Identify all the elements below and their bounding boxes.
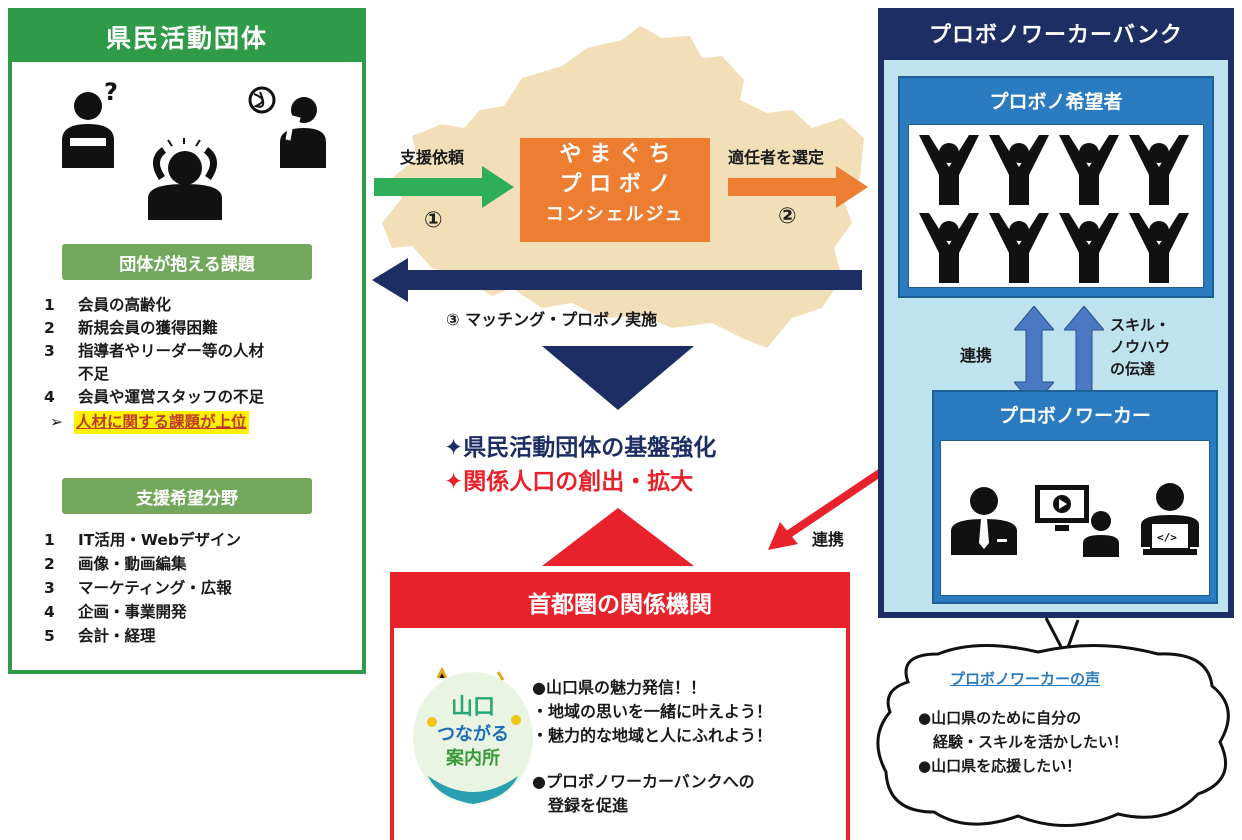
- workers-box: プロボノワーカー: [932, 390, 1218, 604]
- issues-summary: ➢人材に関する課題が上位: [44, 411, 364, 434]
- businessman-icon: [951, 487, 1017, 555]
- voice-line-1: ●山口県のために自分の: [918, 709, 1082, 727]
- issues-heading: 団体が抱える課題: [62, 244, 312, 280]
- link-label: 連携: [960, 346, 993, 365]
- voice-line-2: 経験・スキルを活かしたい！: [918, 733, 1129, 751]
- outcome-related-population: ✦関係人口の創出・拡大: [444, 469, 694, 495]
- matching-label: ③ マッチング・プロボノ実施: [446, 310, 658, 329]
- svg-text:山口: 山口: [451, 695, 495, 720]
- request-step-number: ①: [424, 208, 443, 233]
- yamaguchi-tsunagaru-logo: 山口 つながる 案内所: [413, 666, 533, 804]
- link-double-arrow: [1014, 306, 1054, 406]
- svg-text:つながる: つながる: [437, 723, 509, 745]
- probono-worker-bank-panel: プロボノワーカーバンク プロボノ希望者 連携: [878, 8, 1234, 618]
- distressed-person-icon: [148, 138, 222, 220]
- request-arrow: [374, 166, 514, 208]
- support-heading: 支援希望分野: [62, 478, 312, 514]
- svg-text:?: ?: [104, 78, 118, 106]
- applicants-box: プロボノ希望者: [898, 76, 1214, 298]
- skill-transfer-label: スキル・ ノウハウ の伝達: [1110, 316, 1171, 378]
- worried-person-icon: [248, 86, 326, 168]
- down-triangle-arrow: [542, 346, 694, 410]
- probono-worker-bank-title: プロボノワーカーバンク: [929, 23, 1183, 48]
- select-arrow: [728, 166, 868, 208]
- workers-title: プロボノワーカー: [998, 404, 1151, 427]
- partners-bullet-2: ●プロボノワーカーバンクへの: [532, 772, 755, 791]
- concierge-line-1: や ま ぐ ち: [559, 142, 671, 167]
- concierge-line-2: プ ロ ボ ノ: [559, 172, 671, 197]
- citizen-group-title: 県民活動団体: [12, 12, 362, 62]
- partners-description: ●山口県の魅力発信！！ ・地域の思いを一緒に叶えよう！ ・魅力的な地域と人にふれ…: [532, 676, 772, 818]
- workers-icons-area: </>: [940, 440, 1210, 596]
- metropolitan-partners-panel: 首都圏の関係機関 山口 つながる 案内所 ●山口県の魅力発信！！ ・地域の思いを…: [390, 572, 850, 840]
- confused-person-icon: ?: [62, 78, 118, 168]
- metropolitan-partners-title: 首都圏の関係機関: [394, 576, 846, 628]
- cheering-people-icon: [919, 135, 1189, 283]
- partners-bullet-1b: ・魅力的な地域と人にふれよう！: [532, 726, 773, 745]
- request-label: 支援依頼: [400, 148, 465, 167]
- voice-speech-cloud: [876, 617, 1230, 828]
- voice-text: ●山口県のために自分の 経験・スキルを活かしたい！ ●山口県を応援したい！: [918, 706, 1128, 778]
- svg-text:案内所: 案内所: [445, 747, 500, 769]
- outcome-capacity-building: ✦県民活動団体の基盤強化: [444, 435, 717, 461]
- partners-bullet-1a: ・地域の思いを一緒に叶えよう！: [532, 702, 773, 721]
- applicants-icons-area: [908, 124, 1204, 288]
- list-item: 不足: [78, 365, 110, 383]
- partners-bullet-2b: 登録を促進: [532, 796, 629, 815]
- yamaguchi-probono-concierge-box: や ま ぐ ち プ ロ ボ ノ コンシェルジュ: [520, 138, 710, 242]
- concierge-line-3: コンシェルジュ: [545, 204, 685, 225]
- skill-transfer-arrow: [1064, 306, 1104, 406]
- voice-line-3: ●山口県を応援したい！: [918, 757, 1082, 775]
- select-label: 適任者を選定: [728, 148, 825, 167]
- voice-title: プロボノワーカーの声: [950, 670, 1101, 688]
- partners-bullet-1: ●山口県の魅力発信！！: [532, 678, 706, 697]
- select-step-number: ②: [778, 204, 797, 229]
- video-presenter-icon: [1035, 485, 1119, 557]
- up-triangle-arrow: [542, 508, 694, 566]
- applicants-title: プロボノ希望者: [989, 90, 1123, 113]
- worker-bank-inner: プロボノ希望者 連携 スキル・ ノウハ: [884, 60, 1228, 612]
- partnership-label: 連携: [812, 530, 845, 549]
- svg-text:</>: </>: [1157, 531, 1177, 544]
- matching-arrow: [372, 258, 862, 302]
- programmer-icon: </>: [1141, 483, 1199, 555]
